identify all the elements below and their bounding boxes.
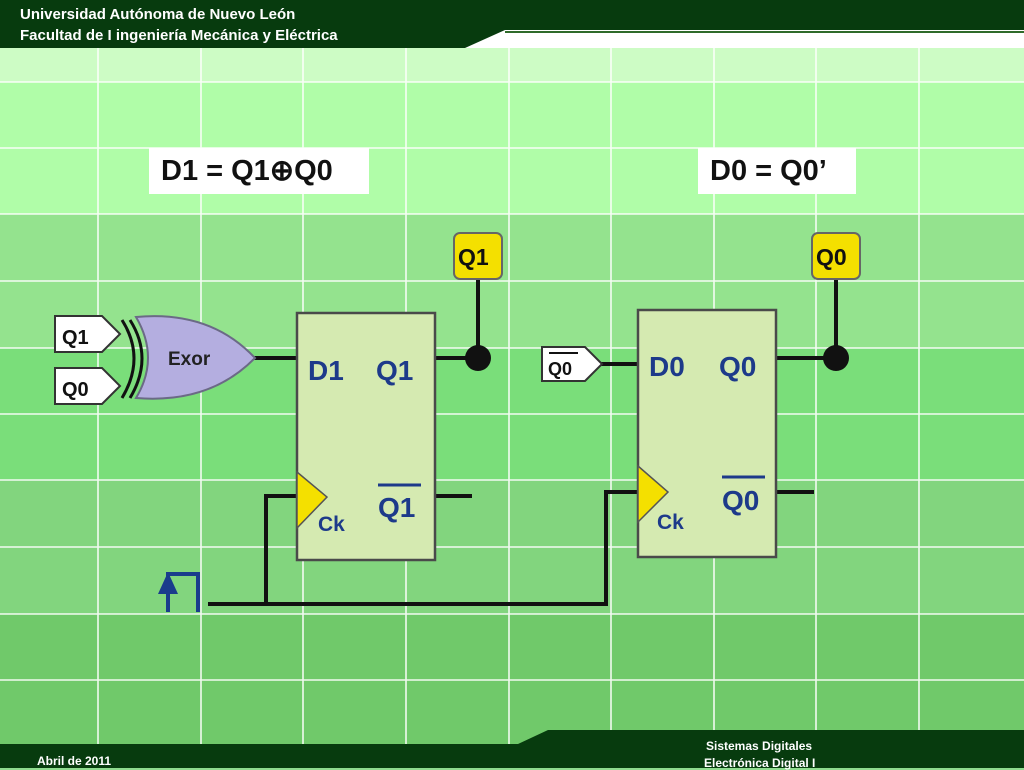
footer-date: Abril de 2011: [37, 754, 112, 768]
footer-course-line1: Sistemas Digitales: [706, 739, 813, 753]
ff0-qbar-label: Q0: [722, 485, 759, 516]
ff0-ck-label: Ck: [657, 511, 684, 534]
tag-input-q0-bar-label: Q0: [548, 359, 572, 379]
equation-d1: D1 = Q1⊕Q0: [149, 148, 369, 194]
tag-output-q0-label: Q0: [816, 244, 847, 270]
footer-course-line2: Electrónica Digital I: [704, 756, 816, 770]
flipflop-0: [636, 308, 778, 559]
tag-output-q0: [811, 232, 861, 280]
ff1-d-label: D1: [308, 355, 344, 386]
tag-input-q0-label: Q0: [62, 379, 89, 401]
junction-q0: [823, 345, 849, 371]
clock-arrow-head: [158, 572, 178, 594]
tag-output-q1-label: Q1: [458, 244, 489, 270]
tag-input-q0: [54, 367, 122, 405]
university-name: Universidad Autónoma de Nuevo León: [20, 6, 296, 23]
ff1-clock-triangle: [296, 470, 329, 530]
ff1-ck-label: Ck: [318, 513, 345, 536]
tag-input-q0-bar: [541, 346, 604, 382]
flipflop-1: [295, 311, 437, 562]
xor-gate: [134, 315, 257, 400]
tag-input-q1-label: Q1: [62, 327, 89, 349]
ff1-q-label: Q1: [376, 355, 413, 386]
ff0-clock-triangle: [637, 464, 670, 524]
tag-output-q1: [453, 232, 503, 280]
faculty-name: Facultad de I ingeniería Mecánica y Eléc…: [20, 27, 338, 44]
tag-input-q1: [54, 315, 122, 353]
equation-d0: D0 = Q0’: [698, 148, 856, 194]
ff1-qbar-label: Q1: [378, 492, 415, 523]
ff0-q-label: Q0: [719, 351, 756, 382]
xor-gate-label: Exor: [168, 349, 211, 370]
xor-input-curves: [120, 319, 144, 399]
ff0-d-label: D0: [649, 351, 685, 382]
junction-q1: [465, 345, 491, 371]
